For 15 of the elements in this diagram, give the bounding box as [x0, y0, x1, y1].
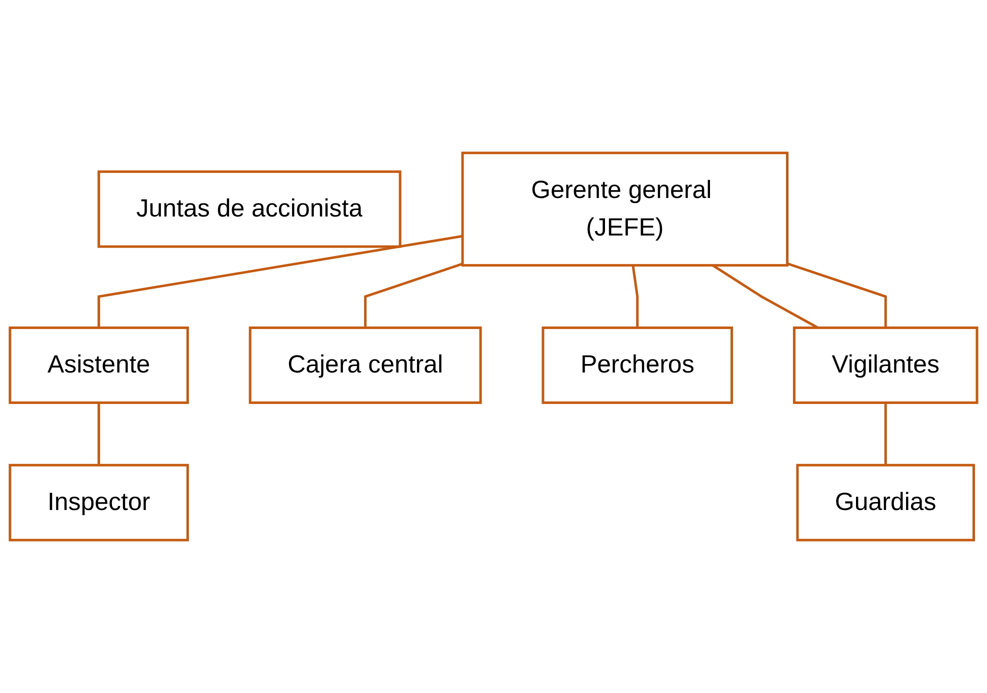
node-box: Vigilantes [792, 326, 978, 404]
node-box: Cajera central [248, 326, 482, 404]
node-box: Asistente [8, 326, 189, 404]
node-box: Juntas de accionista [98, 170, 402, 248]
connector [884, 402, 887, 466]
connector [98, 402, 100, 466]
node-box: Inspector [8, 464, 189, 542]
connector [712, 264, 819, 329]
connector [98, 234, 463, 328]
node-box: Percheros [542, 326, 734, 404]
node-box: Gerente general (JEFE) [461, 152, 788, 267]
connector [632, 265, 639, 328]
connector [364, 262, 463, 328]
node-box: Guardias [796, 464, 975, 542]
connector [786, 262, 887, 328]
